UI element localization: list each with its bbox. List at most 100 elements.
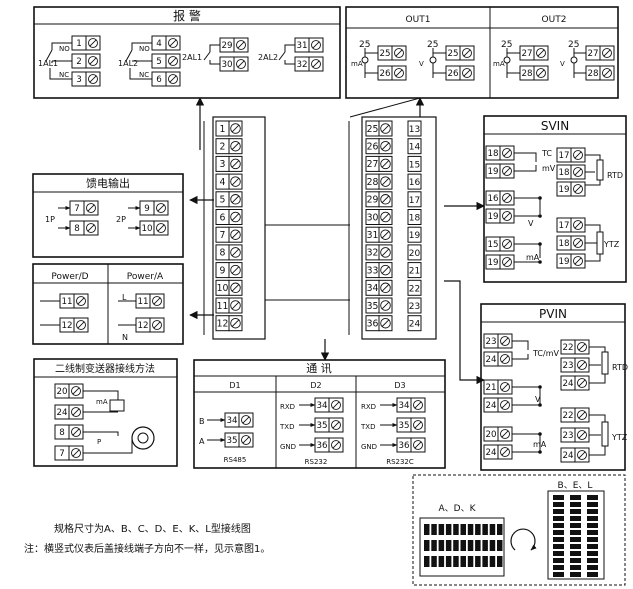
terminal-screw (76, 320, 86, 330)
terminal-screw (602, 48, 612, 58)
out1-terminal: 25 (447, 49, 458, 59)
terminal-screw-slot (574, 239, 582, 247)
rotation-horizontal-pin (460, 524, 466, 535)
terminal-screw (577, 430, 587, 440)
terminal-screw-slot (89, 75, 97, 83)
alarm-wire (49, 68, 72, 80)
feed-terminal: 9 (144, 204, 150, 214)
terminal-screw-slot (157, 204, 165, 212)
comm-d3-header: D3 (394, 381, 405, 390)
two-wire-terminal: 24 (56, 408, 68, 418)
out2-terminal: 28 (587, 69, 598, 79)
terminal-screw-slot (501, 401, 509, 409)
main-terminal-mid: 27 (367, 159, 379, 170)
terminal-screw (331, 420, 341, 430)
terminal-screw (311, 59, 321, 69)
terminal-screw-slot (231, 124, 240, 133)
two-wire-ma-label: mA (96, 398, 108, 406)
pvin-ytz-label: YTZ (611, 433, 628, 442)
terminal-number-box (407, 226, 422, 243)
main-terminal-mid: 33 (367, 265, 379, 276)
terminal-screw-slot (157, 224, 165, 232)
terminal-screw (573, 220, 583, 230)
rotation-horizontal-pin (431, 556, 437, 567)
terminal-screw (156, 203, 166, 213)
terminal-screw (502, 257, 512, 267)
alarm-wire (51, 42, 72, 50)
rotation-left-label: A、D、K (439, 504, 477, 514)
terminal-screw-slot (463, 49, 471, 57)
svin-tc-label: TC (541, 149, 552, 158)
alarm-terminal: 2 (76, 57, 82, 67)
rotation-horizontal-pin (424, 556, 430, 567)
terminal-screw (380, 123, 391, 134)
svin-terminal-b: 17 (558, 221, 569, 231)
terminal-screw-slot (169, 57, 177, 65)
terminal-screw (311, 40, 321, 50)
terminal-screw (380, 194, 391, 205)
out2-terminal: 27 (521, 49, 532, 59)
terminal-screw-slot (501, 383, 509, 391)
main-terminal-right: 17 (409, 196, 420, 206)
terminals (54, 35, 615, 580)
terminal-screw-slot (381, 160, 390, 168)
svin-terminal-b: 18 (558, 239, 569, 249)
feed-title: 馈电输出 (86, 176, 130, 190)
terminal-screw-slot (231, 319, 240, 327)
terminal-screw-slot (312, 41, 320, 49)
output-panel (345, 6, 619, 99)
terminal-screw-slot (381, 124, 390, 133)
terminal-screw (236, 40, 246, 50)
comm-d1-header: D1 (229, 381, 240, 390)
rotation-horizontal-pin (467, 524, 474, 535)
terminal-screw-slot (501, 448, 509, 456)
out2-terminal: 28 (521, 69, 532, 79)
terminal-screw (380, 300, 391, 311)
terminal-screw-slot (231, 248, 240, 257)
feed-terminal: 10 (141, 224, 152, 234)
svin-ytz-resistor (596, 231, 604, 255)
terminal-screw (380, 176, 391, 187)
pvin-wire (512, 340, 529, 350)
terminal-screw (536, 68, 546, 78)
terminal-screw-slot (77, 321, 85, 329)
output-meter (429, 56, 437, 64)
terminal-screw (602, 68, 612, 78)
rotation-vertical-pin (587, 523, 598, 528)
terminal-screw (413, 440, 423, 450)
rotation-horizontal-pin (445, 540, 452, 551)
terminal-screw-slot (414, 441, 422, 449)
rotation-vertical-pin (570, 537, 581, 542)
rotation-horizontal-pin (445, 556, 452, 567)
svin-terminal-b: 17 (558, 151, 569, 161)
main-terminal-right: 18 (409, 214, 421, 224)
terminal-screw (168, 74, 178, 84)
terminal-screw (502, 239, 512, 249)
terminal-screw-slot (574, 151, 582, 159)
terminal-screw (573, 150, 583, 160)
rotation-vertical-pin (553, 509, 564, 514)
terminal-screw-slot (231, 284, 240, 292)
rotation-horizontal-pin (482, 524, 488, 535)
terminal-screw-slot (537, 69, 545, 77)
terminal-screw-slot (501, 430, 509, 438)
terminal-screw-slot (381, 284, 390, 292)
main-terminal-mid: 36 (367, 319, 379, 330)
power-a-terminal: 12 (137, 321, 148, 331)
main-left-strip (212, 116, 266, 340)
terminal-screw-slot (381, 301, 390, 310)
out1-terminal: 26 (379, 69, 390, 79)
terminal-screw-slot (381, 213, 390, 221)
main-terminal-mid: 35 (367, 301, 379, 312)
svin-wire (514, 197, 541, 214)
terminal-screw (462, 48, 472, 58)
alarm-terminal: 32 (296, 60, 307, 70)
rotation-vertical-pin (587, 495, 598, 500)
rotation-horizontal-pin (482, 540, 488, 551)
terminal-screw-slot (231, 213, 240, 221)
terminal-number-box (407, 155, 422, 172)
terminal-screw (573, 256, 583, 266)
alarm-contact-blade-4 (278, 51, 286, 61)
rotation-horizontal-pin (489, 540, 496, 551)
comm-rs232c-label: RS232C (386, 458, 414, 466)
